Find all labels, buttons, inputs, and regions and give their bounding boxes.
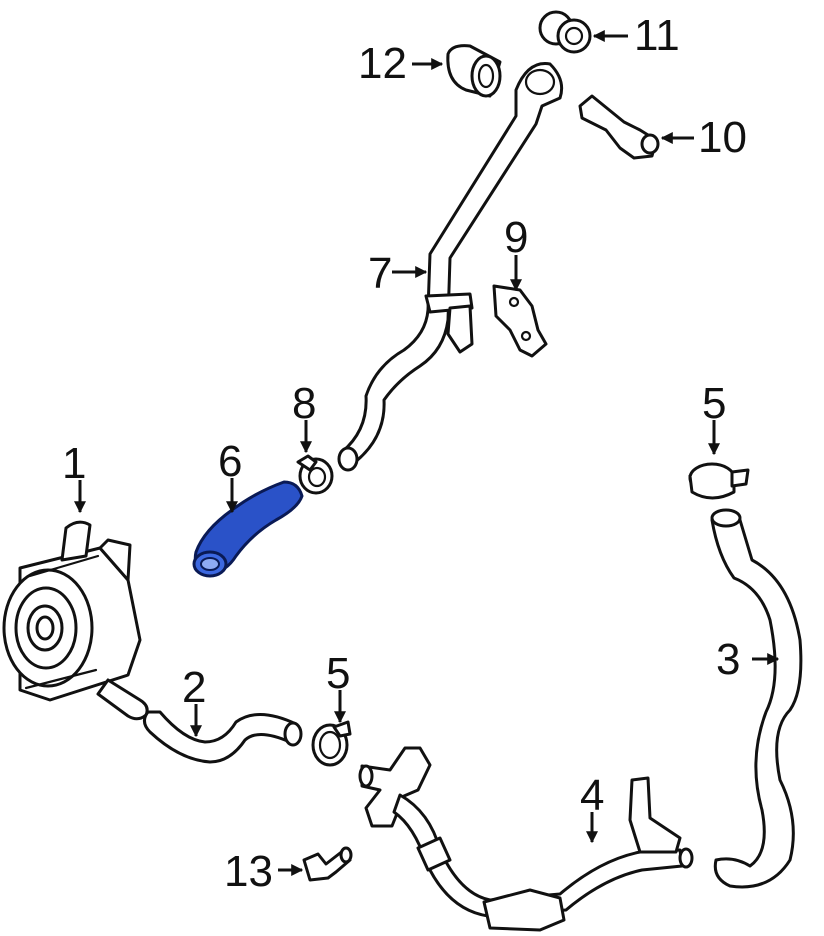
callout-5-upper: 5 bbox=[702, 379, 726, 428]
part-7-pipe[interactable] bbox=[337, 62, 564, 472]
part-12-sleeve[interactable] bbox=[446, 44, 502, 98]
leader-lines bbox=[74, 30, 780, 876]
part-10-bolt[interactable] bbox=[578, 94, 660, 160]
callout-1: 1 bbox=[62, 439, 86, 488]
part-8-clamp[interactable] bbox=[296, 454, 334, 495]
callout-8: 8 bbox=[292, 379, 316, 428]
callout-4: 4 bbox=[580, 771, 604, 820]
part-5-clamp-lower[interactable] bbox=[311, 720, 352, 767]
callout-13: 13 bbox=[224, 847, 273, 896]
part-2-hose[interactable] bbox=[143, 710, 303, 764]
part-9-bracket[interactable] bbox=[492, 284, 548, 358]
part-3-hose[interactable] bbox=[710, 508, 803, 889]
callout-11: 11 bbox=[634, 11, 680, 60]
part-6-hose-highlighted[interactable] bbox=[192, 480, 304, 578]
callout-5-lower: 5 bbox=[326, 649, 350, 698]
callout-6: 6 bbox=[218, 437, 242, 486]
callout-7: 7 bbox=[368, 249, 392, 298]
callout-12: 12 bbox=[358, 39, 407, 88]
callout-2: 2 bbox=[182, 663, 206, 712]
callout-3: 3 bbox=[716, 635, 740, 684]
callout-9: 9 bbox=[504, 213, 528, 262]
part-4-pipe[interactable] bbox=[358, 746, 694, 932]
callout-10: 10 bbox=[698, 113, 747, 162]
part-11-gasket[interactable] bbox=[538, 10, 592, 54]
part-13-bolt[interactable] bbox=[302, 846, 353, 882]
part-1-oil-cooler[interactable] bbox=[2, 520, 149, 721]
part-5-clamp-upper[interactable] bbox=[688, 462, 750, 500]
